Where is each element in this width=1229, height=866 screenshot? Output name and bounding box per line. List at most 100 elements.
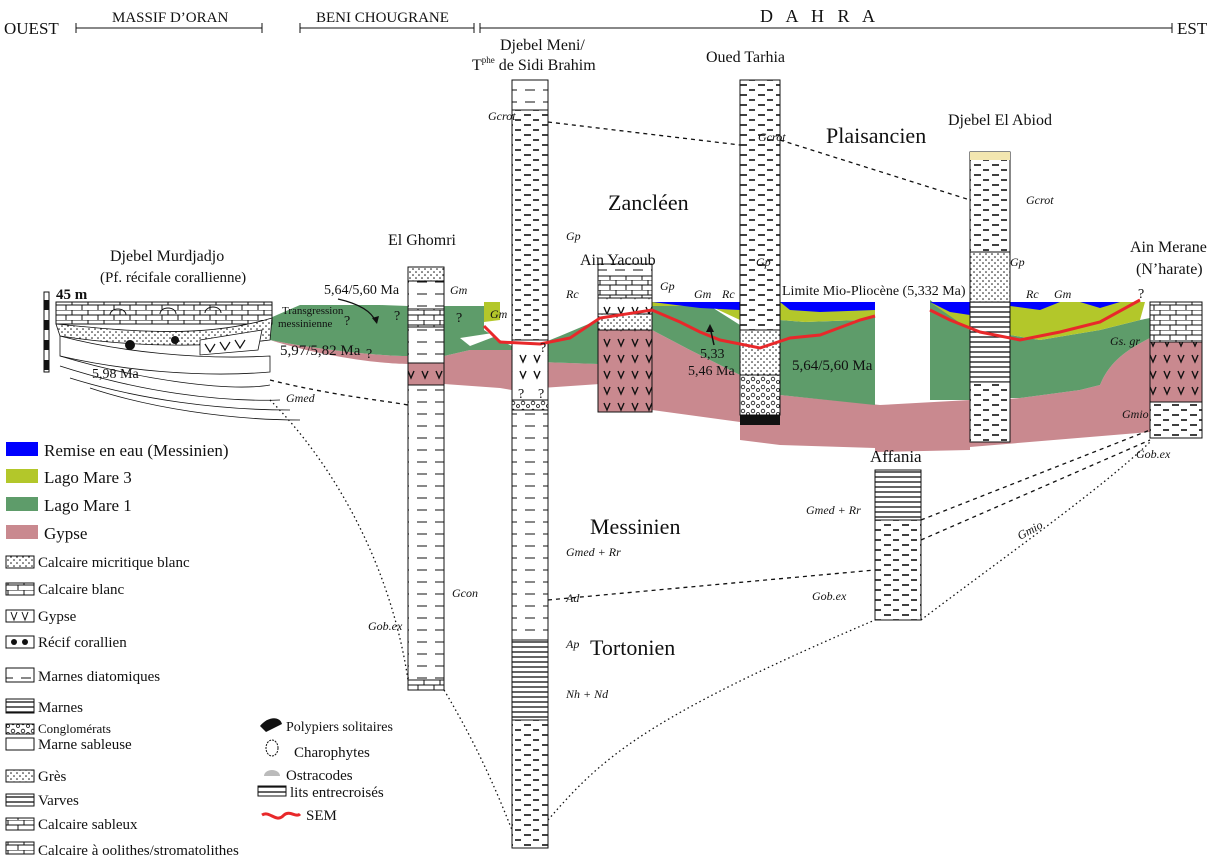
gobex-affania: Gob.ex — [812, 589, 847, 603]
sem-line — [482, 298, 1141, 350]
legend-gres: Grès — [38, 769, 66, 785]
gm-ghomri: Gm — [450, 283, 468, 297]
lits-icon — [257, 785, 287, 797]
gcrot-meni: Gcrot — [488, 109, 516, 123]
gmed: Gmed — [286, 391, 316, 405]
ain-merane-title: Ain Merane — [1130, 239, 1207, 256]
legend-varves: Varves — [38, 793, 79, 809]
column-ain-merane — [1149, 301, 1203, 439]
column-djebel-el-abiod — [969, 151, 1011, 443]
q-4: ? — [366, 347, 372, 362]
label-dahra: D A H R A — [760, 6, 875, 26]
gm-meni: Gm — [490, 307, 508, 321]
nh-nd: Nh + Nd — [565, 687, 609, 701]
label-est: EST — [1177, 19, 1208, 38]
age-597-582: 5,97/5,82 Ma — [280, 343, 361, 359]
legend-diatomiques: Marnes diatomiques — [38, 669, 160, 685]
q-2: ? — [394, 309, 400, 324]
legend-lits: lits entrecroisés — [290, 785, 384, 801]
facies-bands — [270, 300, 1150, 452]
gm-tarhia: Gm — [694, 287, 712, 301]
transgression-1: Transgression — [282, 305, 344, 317]
age-564-560-b: 5,64/5,60 Ma — [792, 358, 873, 374]
q-8: ? — [1138, 287, 1144, 302]
ap: Ap — [565, 637, 579, 651]
gp-abiod: Gp — [1010, 255, 1025, 269]
label-beni-chougrane: BENI CHOUGRANE — [316, 10, 449, 26]
legend-ostracodes: Ostracodes — [286, 768, 353, 784]
stage-messinien: Messinien — [590, 514, 680, 539]
gmed-rr-affania: Gmed + Rr — [806, 503, 861, 517]
stage-names: Plaisancien Zancléen Messinien Tortonien — [590, 123, 926, 660]
affania-title: Affania — [870, 447, 922, 466]
legend-lagomare1: Lago Mare 1 — [44, 496, 132, 515]
legend-oolithes: Calcaire à oolithes/stromatolithes — [38, 843, 239, 859]
legend: Remise en eau (Messinien) Lago Mare 3 La… — [5, 441, 393, 859]
sem-legend-icon — [261, 811, 302, 820]
murdjadjo-subtitle: (Pf. récifale corallienne) — [100, 270, 246, 286]
column-oued-tarhia — [739, 79, 781, 425]
correlation-lines — [269, 121, 1151, 601]
age-598: 5,98 Ma — [92, 367, 139, 382]
gmed-rr-meni: Gmed + Rr — [566, 545, 621, 559]
legend-gypse-color: Gypse — [44, 524, 87, 543]
q-6: ? — [518, 387, 524, 402]
age-533: 5,33 — [700, 347, 725, 362]
rc-tarhia: Rc — [721, 287, 735, 301]
label-ouest: OUEST — [4, 19, 59, 38]
column-el-ghomri — [407, 266, 445, 691]
q-1: ? — [344, 314, 350, 329]
q-7: ? — [538, 387, 544, 402]
legend-recif: Récif corallien — [38, 635, 127, 651]
ain-merane-subtitle: (N’harate) — [1136, 261, 1203, 278]
gs-gr: Gs. gr — [1110, 334, 1140, 348]
stage-plaisancien: Plaisancien — [826, 123, 926, 148]
legend-swatch-remise — [6, 442, 38, 456]
stage-tortonien: Tortonien — [590, 635, 675, 660]
gp-tarhia: Gp — [756, 255, 771, 269]
column-ain-yacoub — [597, 263, 653, 413]
label-massif-oran: MASSIF D’ORAN — [112, 10, 228, 26]
ostracode-icon — [264, 770, 280, 776]
legend-swatch-lagomare3 — [6, 469, 38, 483]
legend-charophytes: Charophytes — [294, 745, 370, 761]
dotted-lines — [269, 399, 1151, 831]
ain-yacoub-title: Ain Yacoub — [580, 252, 656, 269]
legend-polypiers: Polypiers solitaires — [286, 720, 393, 735]
el-abiod-title: Djebel El Abiod — [948, 112, 1052, 129]
scale-label: 45 m — [56, 287, 88, 303]
legend-gypse: Gypse — [38, 609, 77, 625]
legend-swatch-gypse-color — [6, 525, 38, 539]
gm-abiod: Gm — [1054, 287, 1072, 301]
stage-zancleen: Zancléen — [608, 190, 689, 215]
polypier-icon — [260, 718, 282, 732]
biozone-labels: Gcrot Gcrot Gcrot Gp Gp Gp Gp Gm Gm Gm G… — [286, 109, 1171, 701]
gobex-merane: Gob.ex — [1136, 447, 1171, 461]
gobex-ghomri: Gob.ex — [368, 619, 403, 633]
annotations: Transgression messinienne 5,64/5,60 Ma 5… — [92, 283, 1144, 402]
legend-calcaire-sableux: Calcaire sableux — [38, 817, 138, 833]
column-affania — [874, 469, 922, 621]
header: OUEST MASSIF D’ORAN BENI CHOUGRANE D A H… — [4, 6, 1208, 38]
q-3: ? — [456, 311, 462, 326]
legend-calcaire-blanc: Calcaire blanc — [38, 582, 125, 598]
legend-remise: Remise en eau (Messinien) — [44, 441, 229, 460]
gp-yacoub: Gp — [660, 279, 675, 293]
ad: Ad — [565, 591, 580, 605]
transgression-2: messinienne — [278, 318, 332, 330]
legend-marne-sableuse: Marne sableuse — [38, 737, 132, 753]
gcrot-tarhia: Gcrot — [758, 130, 786, 144]
charophyte-icon — [265, 739, 279, 757]
legend-lagomare3: Lago Mare 3 — [44, 468, 132, 487]
legend-swatch-lagomare1 — [6, 497, 38, 511]
legend-micritique: Calcaire micritique blanc — [38, 555, 190, 571]
gcon: Gcon — [452, 586, 478, 600]
meni-subtitle: Tphe de Sidi Brahim — [472, 55, 596, 74]
age-546: 5,46 Ma — [688, 364, 735, 379]
gypse-band — [270, 330, 1150, 452]
rc-abiod: Rc — [1025, 287, 1039, 301]
gcrot-abiod: Gcrot — [1026, 193, 1054, 207]
rc-meni: Rc — [565, 287, 579, 301]
meni-title: Djebel Meni/ — [500, 37, 585, 54]
